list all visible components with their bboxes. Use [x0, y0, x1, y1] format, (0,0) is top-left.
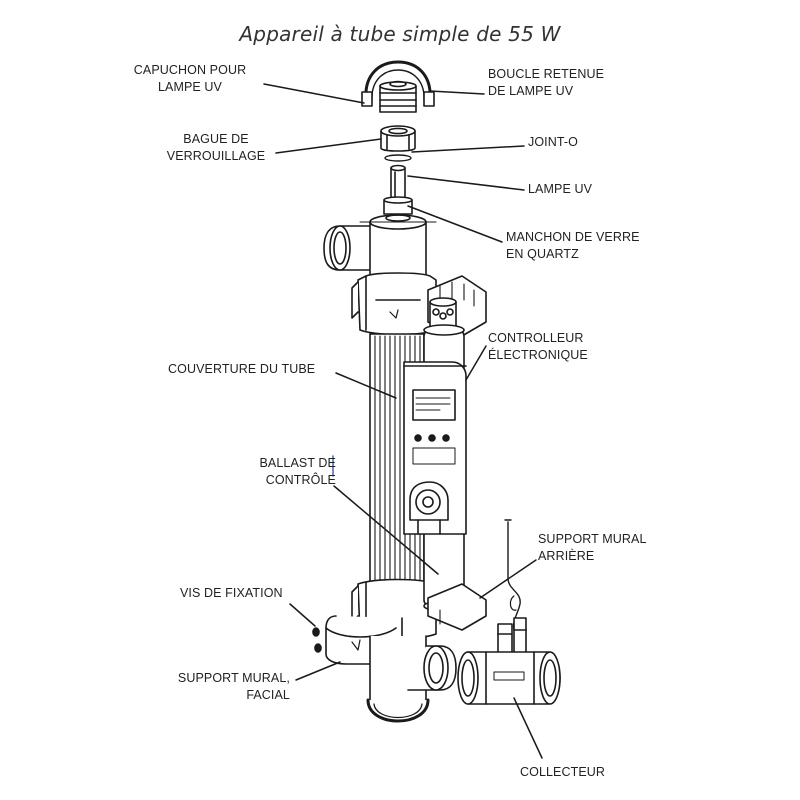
- uv-lamp-icon: [383, 164, 413, 215]
- label-support-facial: SUPPORT MURAL,FACIAL: [177, 671, 290, 702]
- label-vis: VIS DE FIXATION: [180, 586, 283, 600]
- collector-icon: [457, 519, 561, 705]
- main-tube-icon: [323, 214, 457, 723]
- lamp-cap-icon: [361, 60, 435, 113]
- label-collecteur: COLLECTEUR: [520, 765, 606, 779]
- o-ring-icon: [384, 154, 412, 162]
- diagram-title: Appareil à tube simple de 55 W: [239, 22, 561, 46]
- label-couverture: COUVERTURE DU TUBE: [168, 362, 316, 376]
- label-lampe: LAMPE UV: [528, 182, 593, 196]
- locking-ring-icon: [380, 125, 416, 152]
- fixing-screws-icon: [312, 627, 322, 653]
- controller-unit-icon: [403, 275, 487, 631]
- leader-lines: [263, 83, 543, 759]
- label-joint: JOINT-O: [528, 135, 579, 149]
